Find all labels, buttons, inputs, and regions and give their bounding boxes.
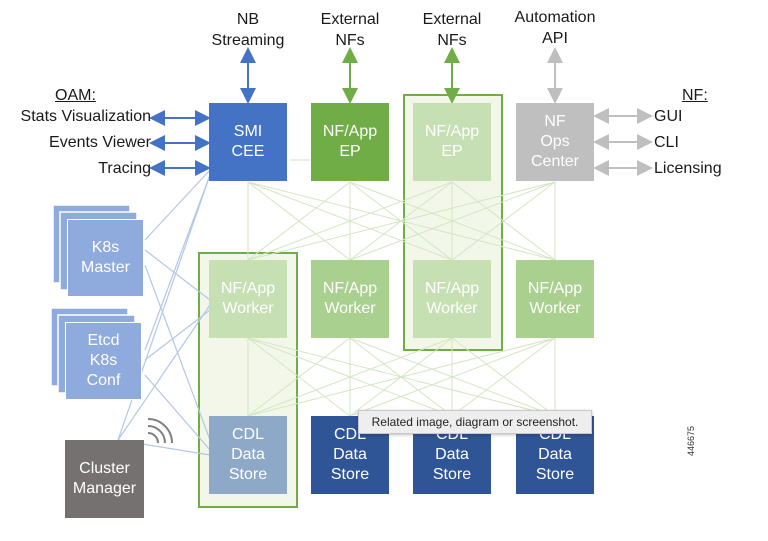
oam-stats-visualization: Stats Visualization bbox=[20, 108, 151, 125]
external-arrows bbox=[342, 47, 460, 104]
oam-events-viewer: Events Viewer bbox=[49, 134, 151, 151]
oam-tracing: Tracing bbox=[98, 160, 151, 177]
nf-arrows bbox=[547, 47, 653, 176]
wireless-signal-icon bbox=[147, 418, 173, 444]
oam-arrows bbox=[149, 47, 256, 176]
image-tooltip: Related image, diagram or screenshot. bbox=[358, 410, 592, 434]
oam-heading: OAM: bbox=[55, 87, 96, 104]
nf-licensing: Licensing bbox=[654, 160, 722, 177]
figure-id: 446675 bbox=[686, 425, 696, 456]
mesh-lines bbox=[247, 159, 556, 417]
nf-gui: GUI bbox=[654, 108, 683, 125]
nf-cli: CLI bbox=[654, 134, 679, 151]
nf-heading: NF: bbox=[682, 87, 708, 104]
